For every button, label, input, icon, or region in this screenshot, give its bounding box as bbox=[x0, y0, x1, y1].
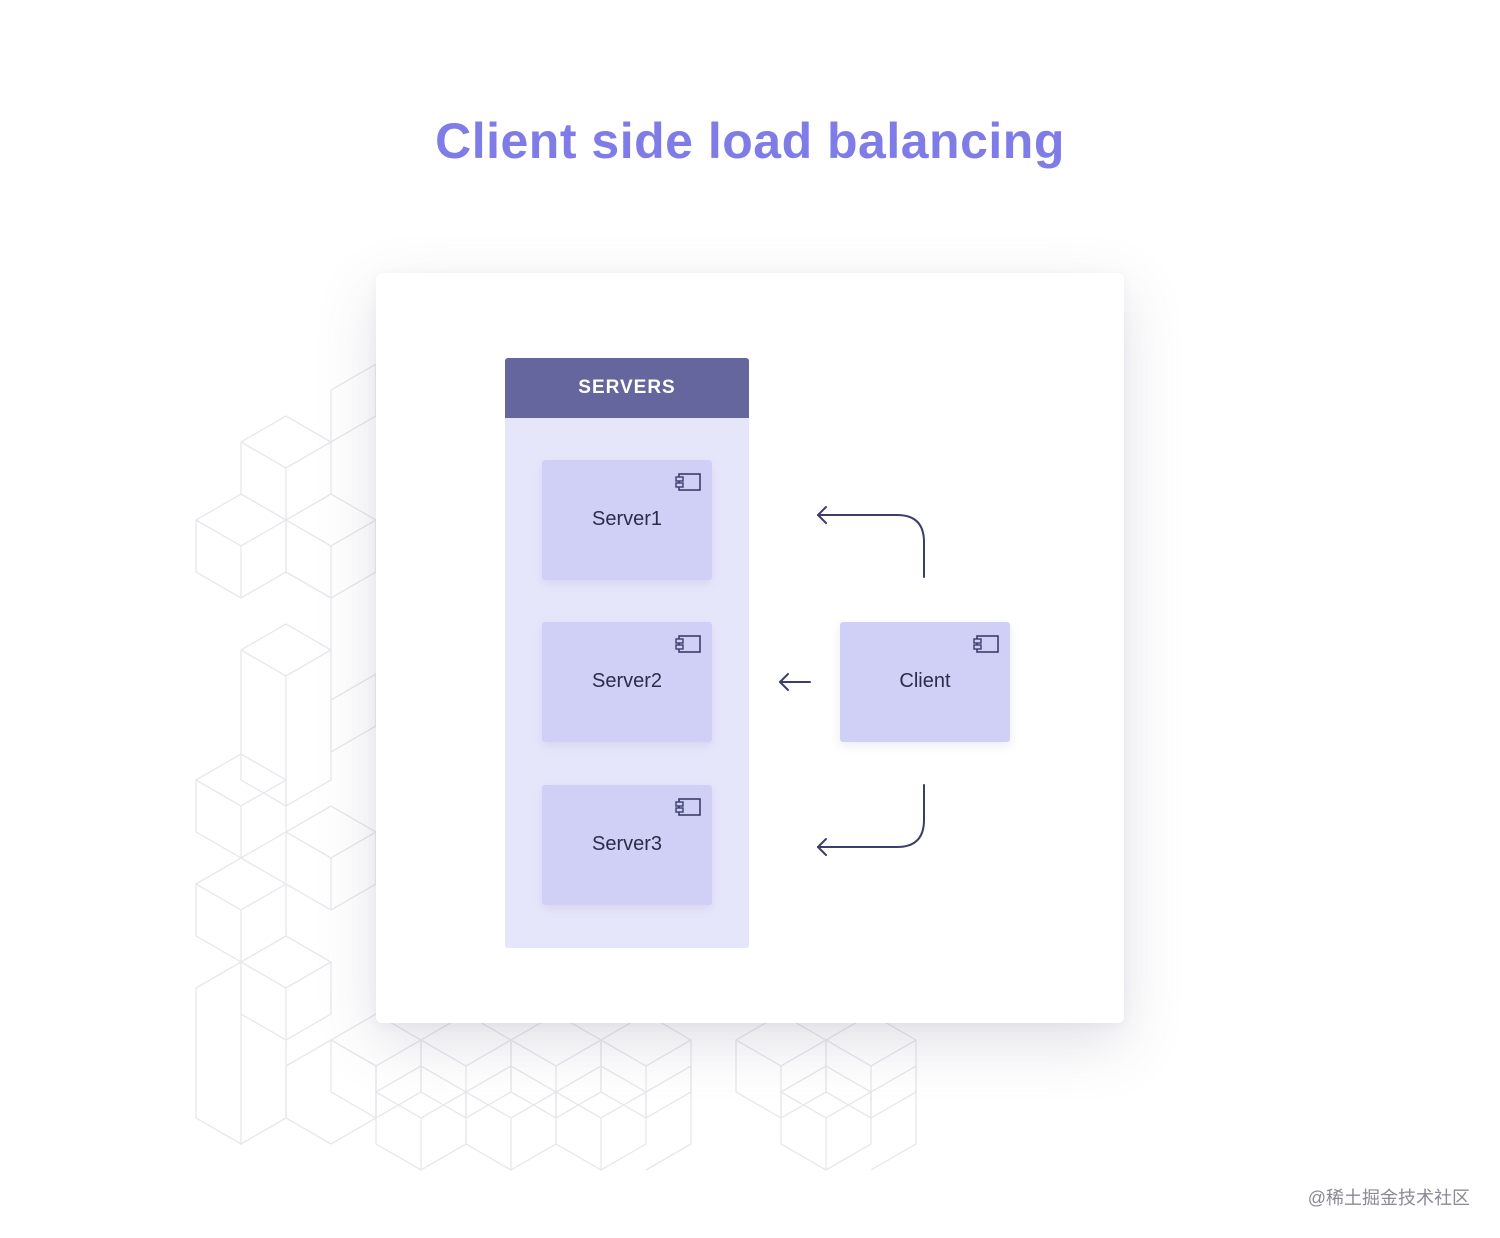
component-icon bbox=[973, 635, 999, 653]
page-title: Client side load balancing bbox=[435, 113, 1065, 169]
component-icon bbox=[675, 635, 701, 653]
component-icon bbox=[675, 798, 701, 816]
server1-label: Server1 bbox=[591, 508, 663, 530]
servers-group-header: SERVERS bbox=[505, 358, 749, 418]
server2-node[interactable]: Server2 bbox=[542, 622, 712, 742]
client-node[interactable]: Client bbox=[840, 622, 1010, 742]
server3-node[interactable]: Server3 bbox=[542, 785, 712, 905]
watermark: @稀土掘金技术社区 bbox=[1307, 1188, 1470, 1208]
server3-label: Server3 bbox=[591, 833, 663, 855]
client-label: Client bbox=[899, 670, 951, 692]
diagram-card bbox=[376, 273, 1124, 1023]
server1-node[interactable]: Server1 bbox=[542, 460, 712, 580]
component-icon bbox=[675, 473, 701, 491]
server2-label: Server2 bbox=[591, 670, 663, 692]
